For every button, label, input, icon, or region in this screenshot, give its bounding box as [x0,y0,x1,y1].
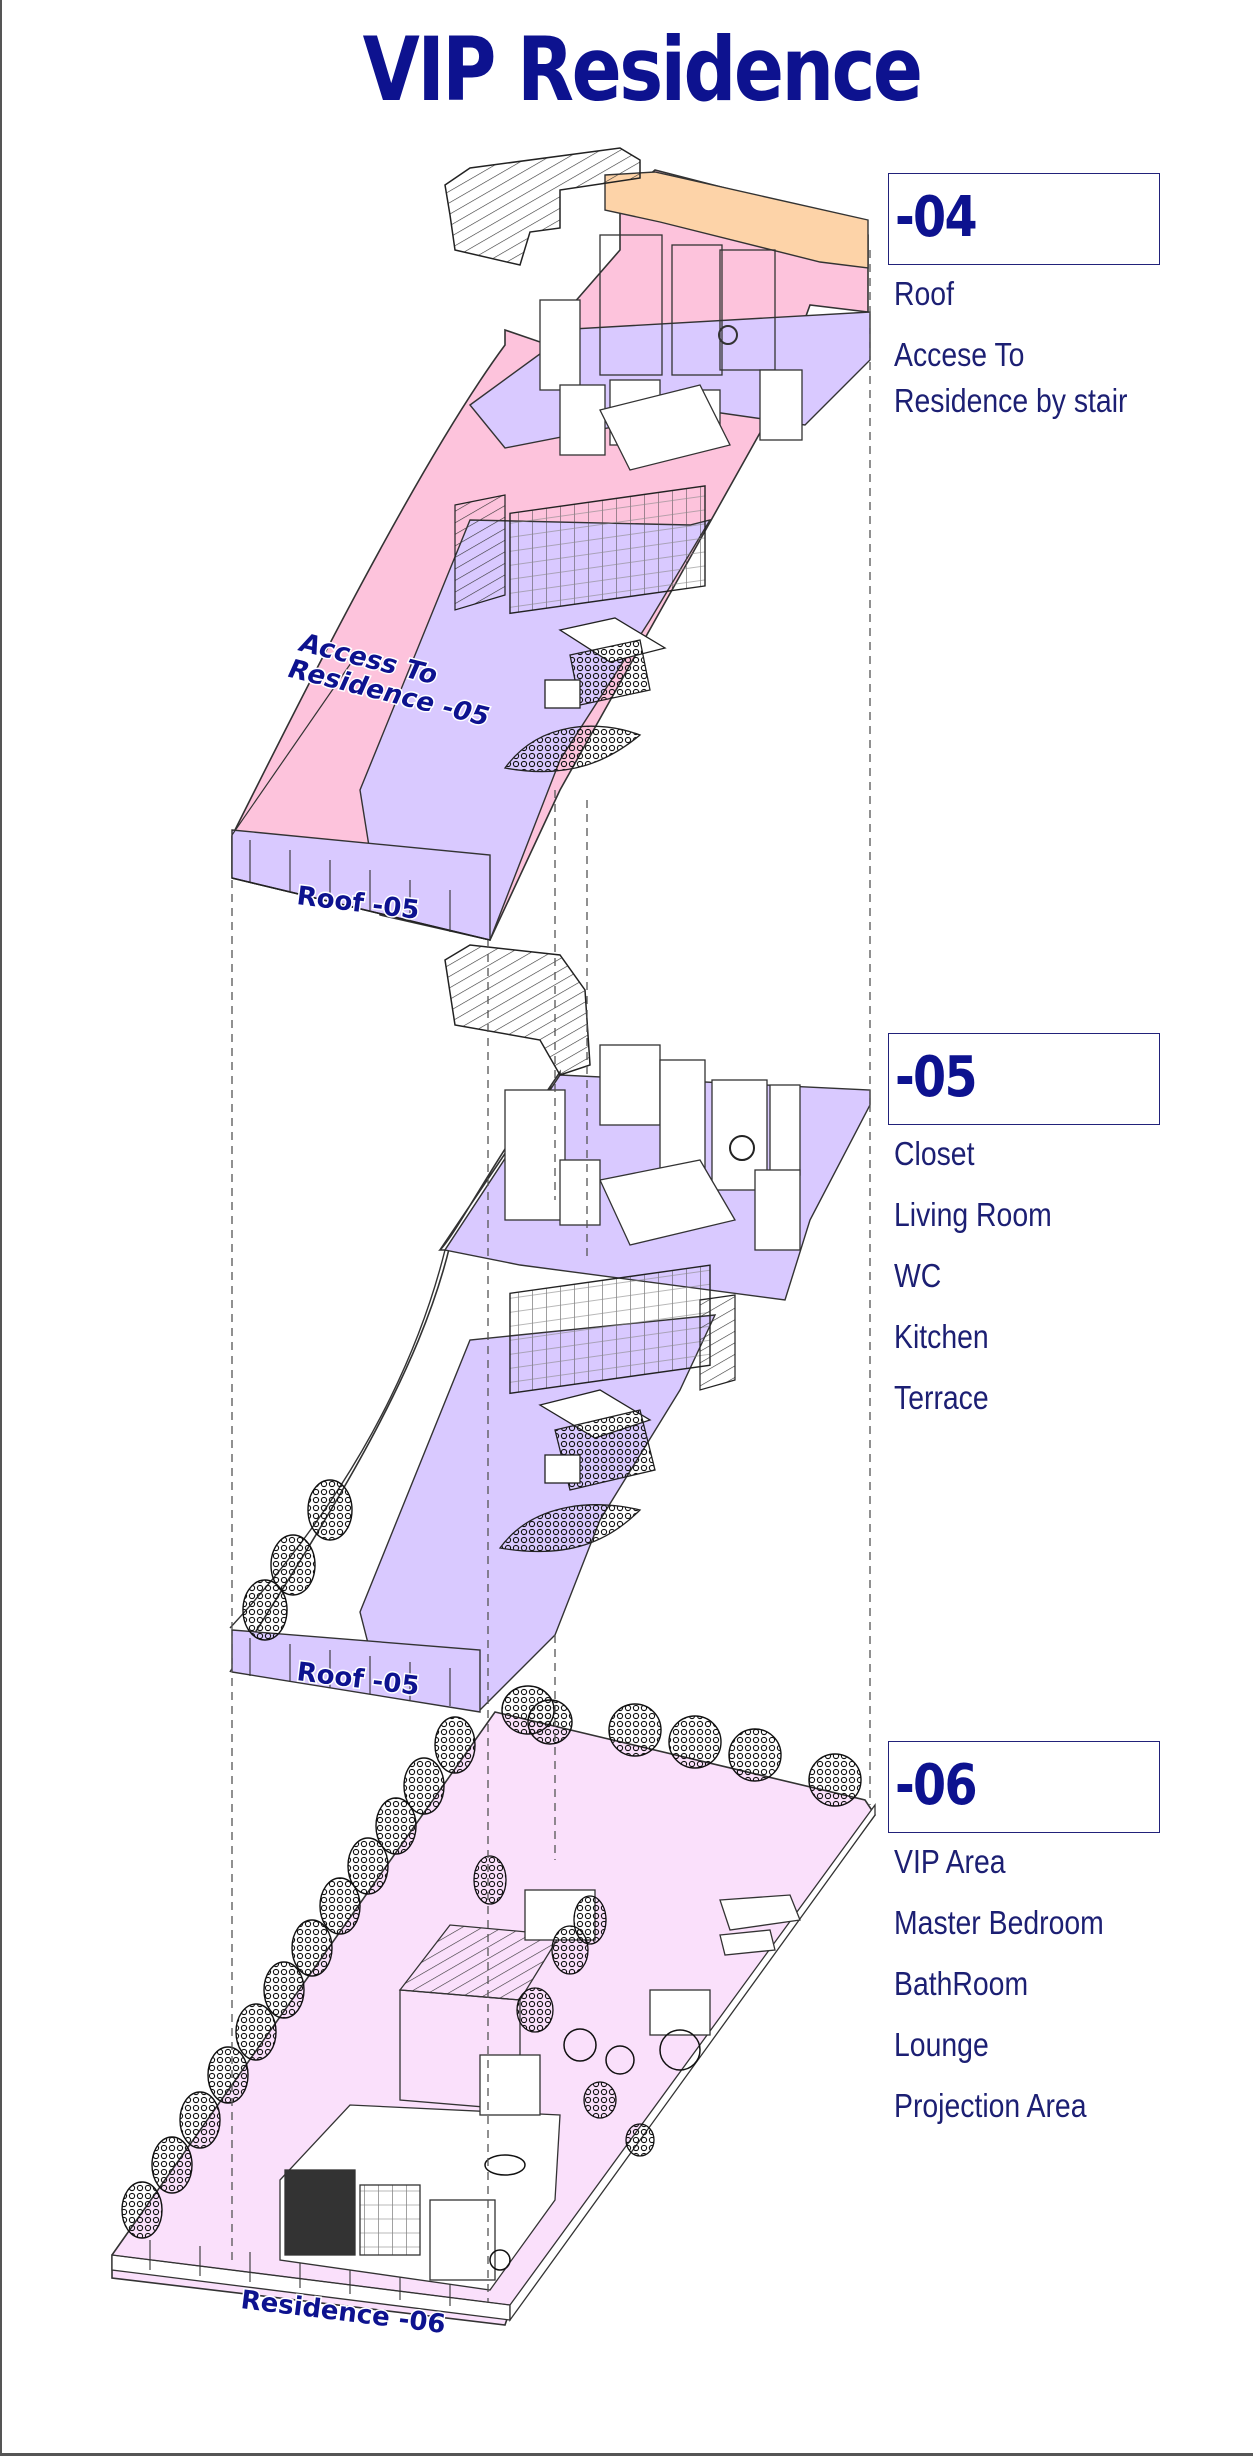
level-item: Projection Area [894,2087,1087,2124]
frame-left-border [0,0,2,2456]
level-item: Terrace [894,1379,989,1416]
page-title: VIP Residence [362,18,923,121]
level-panel-05: -05 Closet Living Room WC Kitchen Terrac… [888,1033,1160,1436]
level-code-box: -04 [888,173,1160,265]
level-item: Roof [894,275,954,312]
level-code-box: -05 [888,1033,1160,1125]
level-code: -06 [895,1753,978,1818]
level-code: -05 [895,1045,978,1110]
frame-bottom-border [0,2453,1253,2456]
level-item: Closet [894,1135,975,1172]
level-code-box: -06 [888,1741,1160,1833]
level-item: VIP Area [894,1843,1006,1880]
dashed-guide-lines [231,250,871,2302]
level-04-drawing [231,147,871,941]
level-item: WC [894,1257,942,1294]
level-item: BathRoom [894,1965,1029,2002]
level-item: Lounge [894,2026,989,2063]
level-item: Master Bedroom [894,1904,1104,1941]
level-item: Kitchen [894,1318,989,1355]
level-panel-04: -04 Roof Accese To Residence by stair [888,173,1160,439]
level-panel-06: -06 VIP Area Master Bedroom BathRoom Lou… [888,1741,1160,2144]
level-item: Living Room [894,1196,1052,1233]
level-code: -04 [895,185,978,250]
level-06-drawing [111,1685,876,2326]
level-item: Residence by stair [894,382,1128,419]
level-item: Accese To [894,336,1025,373]
level-05-drawing [229,944,871,1713]
